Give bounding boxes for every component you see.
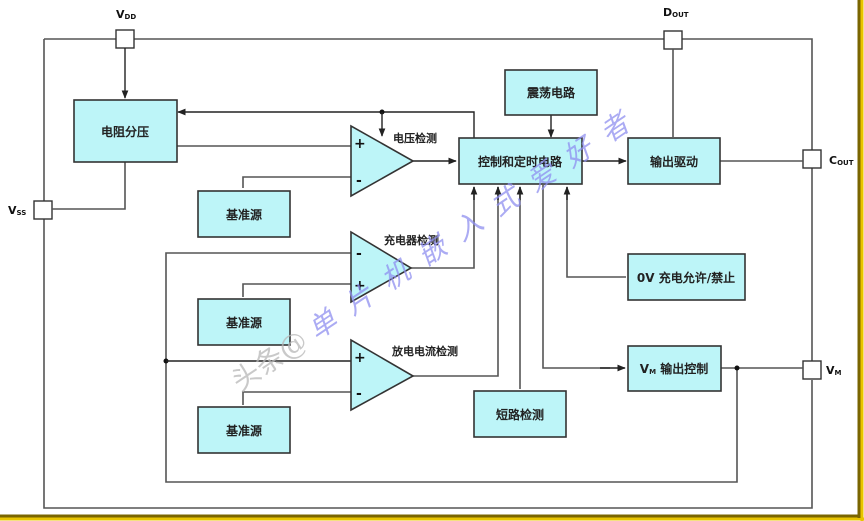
vm-label: VM bbox=[826, 364, 842, 377]
short-detect-block: 短路检测 bbox=[473, 390, 567, 438]
cout-label: COUT bbox=[829, 154, 854, 167]
resistor-divider-label: 电阻分压 bbox=[101, 124, 149, 139]
oscillator-block: 震荡电路 bbox=[504, 69, 598, 116]
cout-pin: COUT bbox=[802, 149, 854, 169]
plus-sign: + bbox=[354, 350, 366, 366]
zero-v-charge-label: 0V 充电允许/禁止 bbox=[637, 270, 735, 285]
dout-pin: DOUT bbox=[663, 6, 689, 50]
zero-v-charge-block: 0V 充电允许/禁止 bbox=[627, 253, 746, 301]
short-detect-label: 短路检测 bbox=[496, 407, 544, 422]
control-timing-block: 控制和定时电路 bbox=[458, 137, 583, 185]
signal-wires bbox=[52, 48, 803, 483]
voltage-detect-comparator: + - 电压检测 bbox=[350, 124, 437, 198]
vss-pin: VSS bbox=[8, 200, 53, 220]
voltage-detect-label: 电压检测 bbox=[393, 131, 437, 145]
minus-sign: - bbox=[356, 246, 362, 262]
charger-detect-comparator: - + 充电器检测 bbox=[350, 230, 439, 304]
reference-source-block-1: 基准源 bbox=[197, 190, 291, 238]
vdd-pin: VDD bbox=[115, 8, 136, 49]
reference-source-block-2: 基准源 bbox=[197, 298, 291, 346]
resistor-divider-block: 电阻分压 bbox=[73, 99, 178, 163]
discharge-current-detect-comparator: + - 放电电流检测 bbox=[350, 338, 458, 412]
chip-boundary bbox=[43, 38, 813, 509]
vss-label: VSS bbox=[8, 204, 26, 217]
output-driver-label: 输出驱动 bbox=[650, 154, 698, 169]
charger-detect-label: 充电器检测 bbox=[384, 233, 439, 247]
discharge-current-detect-label: 放电电流检测 bbox=[391, 344, 458, 358]
vm-pin: VM bbox=[802, 360, 842, 380]
control-timing-label: 控制和定时电路 bbox=[478, 154, 563, 169]
minus-sign: - bbox=[356, 173, 362, 189]
vm-output-control-label: VM 输出控制 bbox=[640, 361, 708, 376]
reference-source-label: 基准源 bbox=[225, 423, 262, 438]
reference-source-label: 基准源 bbox=[225, 315, 262, 330]
dout-label: DOUT bbox=[663, 6, 689, 19]
minus-sign: - bbox=[356, 386, 362, 402]
output-driver-block: 输出驱动 bbox=[627, 137, 721, 185]
oscillator-label: 震荡电路 bbox=[527, 85, 576, 100]
vm-output-control-block: VM 输出控制 bbox=[627, 345, 722, 392]
vdd-label: VDD bbox=[116, 8, 136, 21]
reference-source-label: 基准源 bbox=[225, 207, 262, 222]
plus-sign: + bbox=[354, 136, 366, 152]
plus-sign: + bbox=[354, 278, 366, 294]
reference-source-block-3: 基准源 bbox=[197, 406, 291, 454]
